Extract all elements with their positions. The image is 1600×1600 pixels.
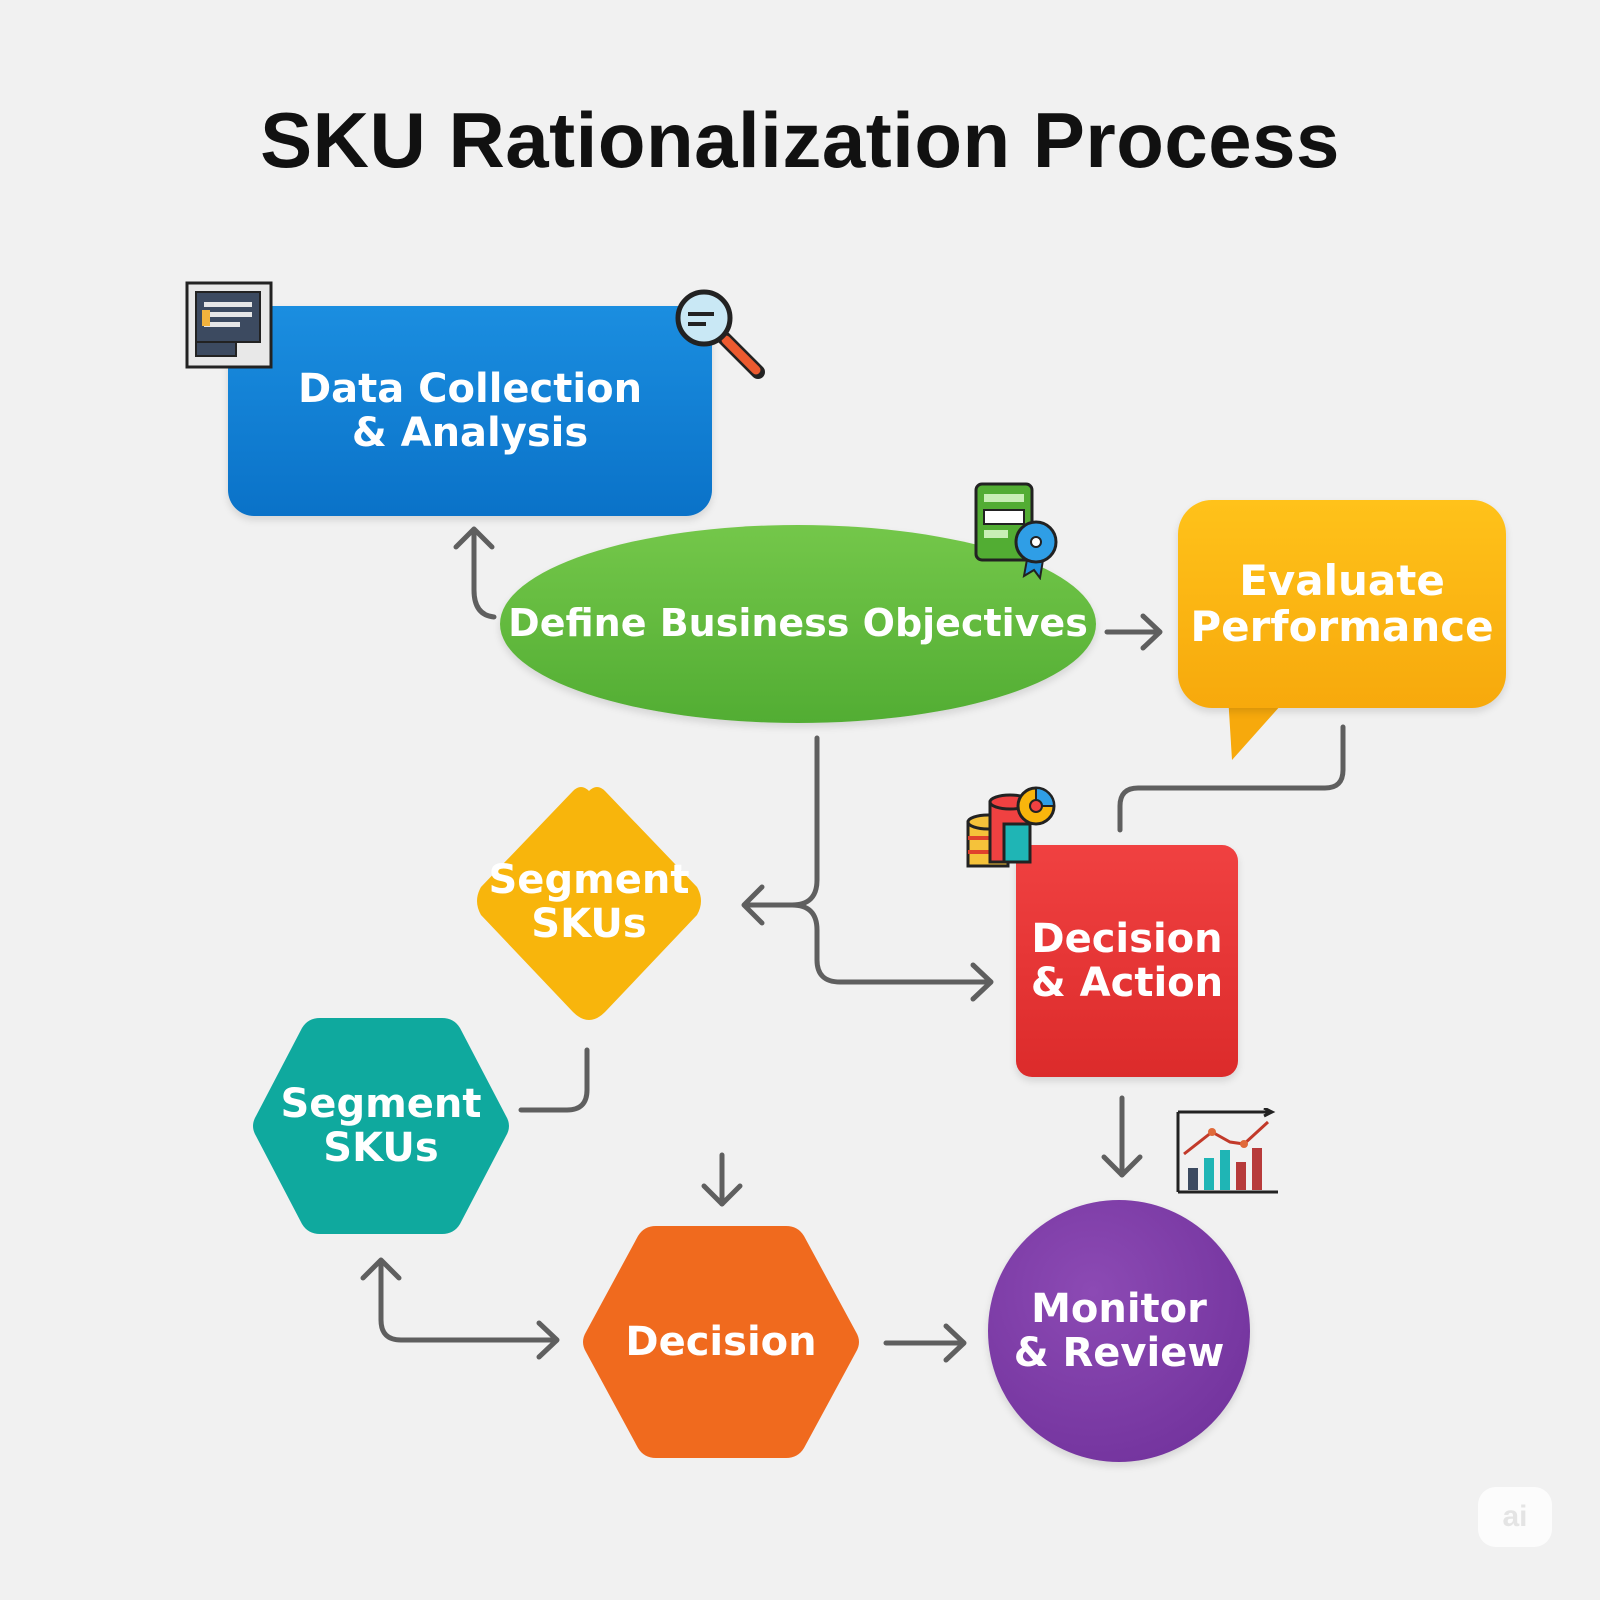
node-segment-diamond-line1: Segment — [488, 856, 690, 903]
node-monitor-line2: & Review — [1013, 1330, 1225, 1376]
node-define-objectives-label: Define Business Objectives — [508, 601, 1088, 646]
node-decision[interactable]: Decision — [580, 1220, 862, 1464]
node-decision-label: Decision — [625, 1319, 817, 1365]
node-segment-diamond[interactable]: Segment SKUs — [469, 779, 709, 1024]
page-title: SKU Rationalization Process — [260, 96, 1340, 184]
node-data-collection[interactable]: Data Collection & Analysis — [228, 306, 712, 516]
node-evaluate-performance[interactable]: Evaluate Performance — [1178, 500, 1506, 708]
arrowhead-down-monitor — [1101, 1154, 1143, 1178]
arrowhead-up-hexagon — [360, 1257, 402, 1281]
arrowhead-right-evaluate — [1140, 613, 1163, 651]
checklist-badge-icon — [974, 482, 1058, 580]
connector-define-down — [742, 735, 820, 908]
node-decision-action-line2: & Action — [1030, 960, 1224, 1006]
connector-hexagon-to-decision — [378, 1259, 559, 1343]
connector-diamond-to-hexagon — [518, 1047, 590, 1113]
node-data-collection-line2: & Analysis — [351, 410, 589, 456]
arrowhead-right-decision — [536, 1320, 560, 1360]
node-segment-diamond-line2: SKUs — [531, 900, 647, 947]
node-decision-action-line1: Decision — [1031, 916, 1223, 962]
hexagon-shape-teal — [253, 1018, 509, 1234]
arrowhead-right-monitor — [943, 1323, 967, 1363]
connector-evaluate-to-decision-action — [1117, 724, 1346, 833]
node-evaluate-line2: Performance — [1190, 602, 1494, 651]
magnifier-icon — [675, 289, 765, 379]
node-monitor-review[interactable]: Monitor & Review — [988, 1200, 1250, 1462]
arrowhead-down-decision — [701, 1183, 743, 1207]
arrowhead-right-decision-action — [970, 962, 994, 1002]
node-evaluate-line1: Evaluate — [1239, 555, 1445, 605]
document-icon — [185, 281, 273, 369]
node-monitor-line1: Monitor — [1031, 1286, 1207, 1332]
bar-line-chart-icon — [1176, 1108, 1278, 1194]
database-pie-icon — [966, 786, 1056, 868]
arrowhead-left-segment — [741, 884, 765, 926]
node-decision-action[interactable]: Decision & Action — [1016, 845, 1238, 1077]
connector-define-to-data — [471, 527, 497, 620]
node-segment-hexagon-line2: SKUs — [323, 1125, 439, 1171]
hexagon-shape-orange — [583, 1226, 859, 1458]
node-segment-hexagon-line1: Segment — [280, 1081, 482, 1127]
connector-split-to-decision-action — [789, 902, 993, 985]
watermark-badge: ai — [1478, 1487, 1552, 1547]
diamond-shape — [477, 787, 701, 1020]
arrowhead-up-data — [453, 526, 495, 550]
node-data-collection-line1: Data Collection — [297, 366, 643, 412]
node-segment-hexagon[interactable]: Segment SKUs — [250, 1012, 512, 1240]
